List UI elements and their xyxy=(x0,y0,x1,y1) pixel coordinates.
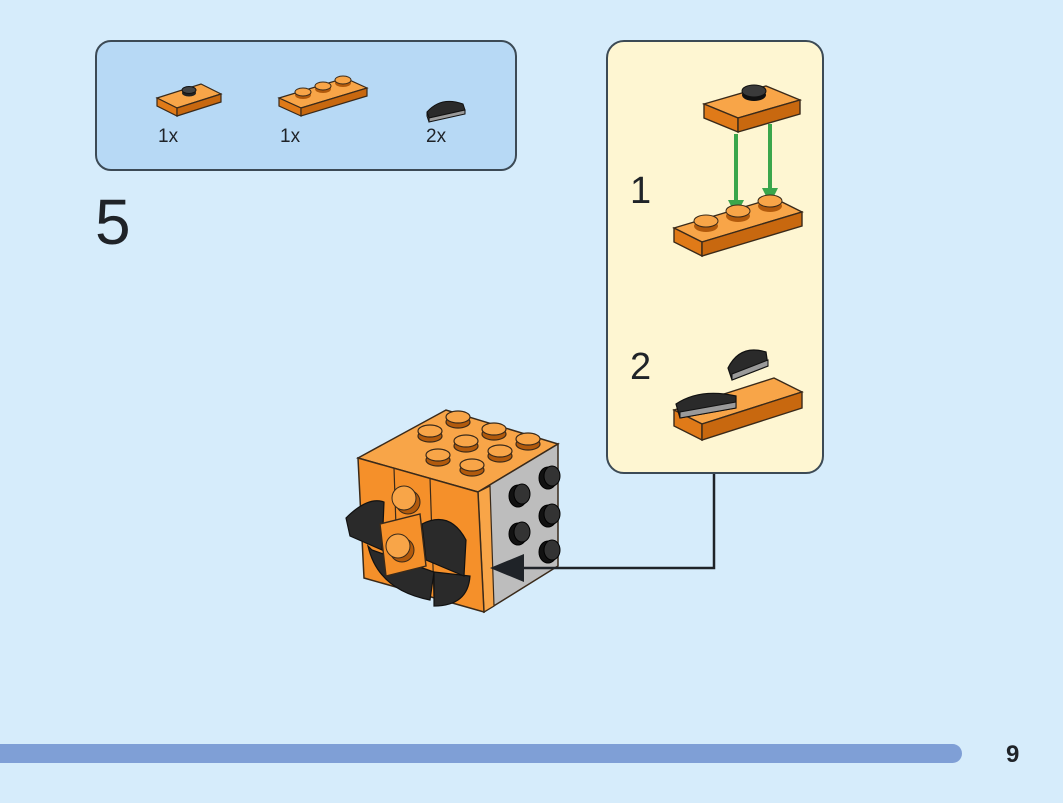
part-count-2: 1x xyxy=(280,126,301,147)
part-orange-plate-1x2 xyxy=(155,76,225,120)
page-number: 9 xyxy=(1006,741,1020,768)
main-model xyxy=(338,400,570,623)
step-number: 5 xyxy=(95,186,131,258)
part-black-curved-slope xyxy=(423,94,469,124)
parts-list-box: 1x 1x 2x xyxy=(95,40,517,171)
part-count-3: 2x xyxy=(426,126,447,147)
substep-panel: 1 2 xyxy=(606,40,824,474)
progress-bar xyxy=(0,744,962,763)
part-count-1: 1x xyxy=(158,126,179,147)
substep-1-build xyxy=(670,70,810,275)
part-orange-plate-1x3 xyxy=(277,70,373,118)
substep-number-2: 2 xyxy=(630,346,652,388)
substep-number-1: 1 xyxy=(630,170,652,212)
substep-2-build xyxy=(670,338,810,453)
